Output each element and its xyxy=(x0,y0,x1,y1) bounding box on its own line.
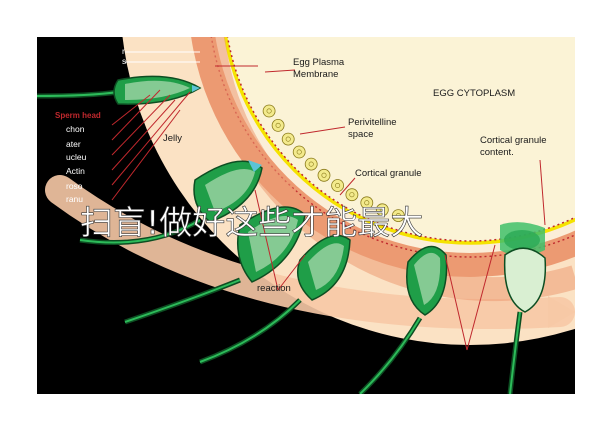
side-label-2: ater xyxy=(66,139,81,149)
jelly-label: Jelly xyxy=(163,133,182,144)
cortical-granule-core xyxy=(349,192,355,198)
cortical-content-label-1: Cortical granule xyxy=(480,135,547,146)
cortical-granule-core xyxy=(308,161,314,167)
cortical-granule xyxy=(331,179,345,192)
sperm-head-label: Sperm head xyxy=(55,111,101,120)
cortical-granule-core xyxy=(379,207,385,213)
reaction-arrow-head xyxy=(548,296,575,328)
cortical-granule-core xyxy=(285,136,291,142)
cortical-granule xyxy=(292,145,306,159)
pointer-lines xyxy=(111,65,546,351)
top-label-2: s xyxy=(122,56,126,66)
membrane-dotted-line xyxy=(226,37,575,242)
sperm-5 xyxy=(358,245,448,394)
egg-plasma-membrane xyxy=(223,37,575,245)
side-label-6: ranu xyxy=(66,194,83,204)
cortical-granule-core xyxy=(296,149,302,155)
sperm-2 xyxy=(79,160,263,245)
cortical-granule xyxy=(375,203,389,217)
cortical-granule-core xyxy=(335,183,341,189)
perivitelline-label-1: Perivitelline xyxy=(348,117,397,128)
sperm-1 xyxy=(37,75,202,105)
top-label-1: r xyxy=(122,46,125,56)
egg-cytoplasm-label: EGG CYTOPLASM xyxy=(433,88,515,99)
reaction-label: reaction xyxy=(257,283,291,294)
cortical-granule-core xyxy=(321,172,327,178)
cortical-granule xyxy=(304,157,318,171)
cortical-granule xyxy=(317,168,331,182)
cortical-granule-core xyxy=(395,213,401,219)
cortical-granules xyxy=(262,104,405,223)
side-label-4: Actin xyxy=(66,166,85,176)
sperm-3 xyxy=(124,206,306,325)
top-pointer-lines xyxy=(125,51,200,63)
sperm-6 xyxy=(503,247,547,394)
cortical-granule xyxy=(262,104,276,118)
side-label-5: roso xyxy=(66,181,83,191)
cortical-granule-core xyxy=(266,108,272,114)
fused-sperm-region xyxy=(500,222,545,256)
cortical-granule xyxy=(281,132,295,146)
cortical-granule-label: Cortical granule xyxy=(355,168,422,179)
side-label-1: chon xyxy=(66,124,85,134)
perivitelline-label-2: space xyxy=(348,129,373,140)
cortical-granule xyxy=(391,209,405,223)
sperm-4 xyxy=(199,234,351,365)
zona-inner-line xyxy=(210,37,575,258)
watermark-text: 扫盲!做好这些才能最大 xyxy=(80,203,423,242)
egg-plasma-membrane-label-2: Membrane xyxy=(293,69,338,80)
cortical-granule xyxy=(271,119,285,132)
side-label-3: ucleu xyxy=(66,152,87,162)
cortical-granule-core xyxy=(275,122,281,128)
cortical-granule xyxy=(360,196,374,210)
egg-plasma-membrane-label-1: Egg Plasma xyxy=(293,57,345,68)
cortical-granule-core xyxy=(364,200,370,206)
cortical-content-label-2: content. xyxy=(480,147,514,158)
cortical-granule xyxy=(345,188,359,202)
